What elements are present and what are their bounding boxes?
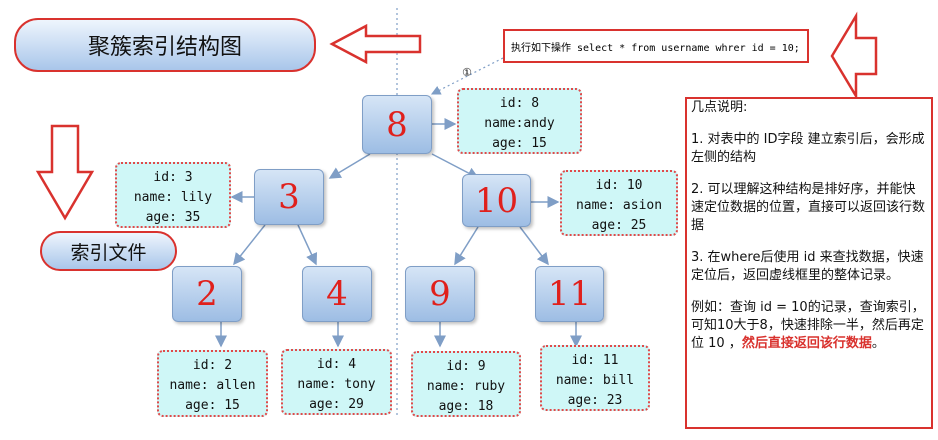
notes-heading: 几点说明: <box>691 100 748 115</box>
tree-node-9: 9 <box>405 266 475 322</box>
down-arrow-icon <box>35 124 95 221</box>
left-arrow-icon <box>329 23 422 65</box>
record-age: age: 15 <box>492 136 547 151</box>
index-file-label: 索引文件 <box>70 241 147 264</box>
record-2: id: 2 name: allen age: 15 <box>157 350 268 417</box>
tree-node-8: 8 <box>362 95 432 154</box>
record-age: age: 15 <box>185 398 240 413</box>
node-label: 10 <box>474 180 519 221</box>
record-age: age: 18 <box>438 399 494 414</box>
record-4: id: 4 name: tony age: 29 <box>281 349 392 415</box>
record-8: id: 8 name:andy age: 15 <box>457 88 582 154</box>
page-title: 聚簇索引结构图 <box>87 35 242 60</box>
notes-panel: 几点说明: 1. 对表中的 ID字段 建立索引后，会形成左侧的结构 2. 可以理… <box>685 97 933 429</box>
notes-point-3: 3. 在where后使用 id 来查找数据，快速定位后，返回虚线框里的整体记录。 <box>691 250 924 283</box>
record-age: age: 35 <box>145 210 201 225</box>
notes-point-1: 1. 对表中的 ID字段 建立索引后，会形成左侧的结构 <box>691 132 925 165</box>
record-11: id: 11 name: bill age: 23 <box>540 345 650 411</box>
record-id: id: 3 <box>153 170 193 185</box>
title-pill: 聚簇索引结构图 <box>14 18 316 72</box>
notes-example-end: 。 <box>871 336 885 351</box>
notes-point-2: 2. 可以理解这种结构是排好序，并能快速定位数据的位置，直接可以返回该行数据 <box>691 182 926 233</box>
tree-edges <box>215 118 582 348</box>
record-age: age: 25 <box>591 218 647 233</box>
record-id: id: 2 <box>192 358 233 373</box>
sql-box: 执行如下操作 select * from username whrer id =… <box>503 29 809 63</box>
record-9: id: 9 name: ruby age: 18 <box>411 351 521 417</box>
notes-example-text: 例如：查询 id = 10的记录，查询索引，可知10大于8，快速排除一半，然后再… <box>691 300 925 351</box>
notes-example-emphasis: 然后直接返回该行数据 <box>741 336 872 351</box>
record-10: id: 10 name: asion age: 25 <box>560 170 678 236</box>
record-id: id: 8 <box>499 96 540 111</box>
node-label: 8 <box>386 104 408 145</box>
tree-node-11: 11 <box>535 266 604 322</box>
record-name: name: tony <box>297 377 376 392</box>
right-side-left-arrow-icon <box>830 11 878 101</box>
node-label: 11 <box>547 274 592 314</box>
tree-node-2: 2 <box>172 266 242 322</box>
tree-node-4: 4 <box>302 266 372 322</box>
record-id: id: 10 <box>595 178 643 193</box>
record-3: id: 3 name: lily age: 35 <box>115 162 231 228</box>
tree-node-3: 3 <box>254 169 324 225</box>
sql-pointer-line <box>430 57 504 95</box>
index-file-pill: 索引文件 <box>40 231 177 271</box>
record-name: name: bill <box>555 373 635 388</box>
edge-8-3 <box>328 153 371 179</box>
record-age: age: 23 <box>567 393 623 408</box>
node-label: 4 <box>326 274 348 314</box>
sql-text: 执行如下操作 select * from username whrer id =… <box>511 42 800 54</box>
record-name: name: ruby <box>426 379 506 394</box>
record-name: name: lily <box>133 190 213 205</box>
node-label: 3 <box>278 177 300 217</box>
step-marker: ① <box>462 66 472 79</box>
record-age: age: 29 <box>309 397 364 412</box>
edge-3-4 <box>297 224 318 266</box>
record-name: name: allen <box>169 378 256 393</box>
edge-10-11 <box>519 226 549 266</box>
edge-10-9 <box>454 226 479 266</box>
record-name: name:andy <box>484 116 555 131</box>
record-id: id: 9 <box>446 359 486 374</box>
record-id: id: 11 <box>571 353 619 368</box>
node-label: 2 <box>196 274 218 314</box>
node-label: 9 <box>429 274 451 314</box>
record-id: id: 4 <box>316 357 357 372</box>
record-name: name: asion <box>575 198 663 213</box>
edge-3-2 <box>233 224 266 266</box>
tree-node-10: 10 <box>462 174 531 227</box>
notes-example: 例如：查询 id = 10的记录，查询索引，可知10大于8，快速排除一半，然后再… <box>691 299 927 353</box>
